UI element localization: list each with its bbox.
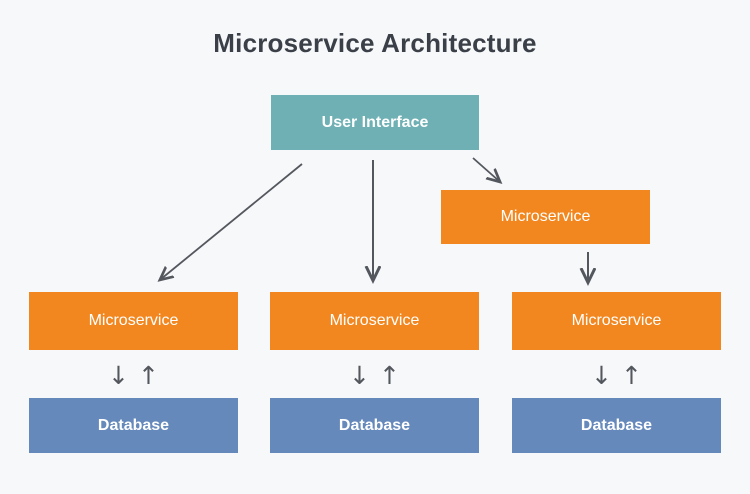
up-arrow-icon: ↑	[379, 360, 400, 390]
node-database-center[interactable]: Database	[270, 398, 479, 453]
arrow-ui-to-service-left	[161, 163, 303, 279]
up-arrow-icon: ↑	[621, 360, 642, 390]
page-title: Microservice Architecture	[213, 28, 537, 58]
bidirectional-arrow-right: ↓ ↑	[512, 358, 721, 392]
down-arrow-icon: ↓	[591, 360, 612, 390]
node-microservice-left[interactable]: Microservice	[29, 292, 238, 350]
node-database-left[interactable]: Database	[29, 398, 238, 453]
node-microservice-top-right[interactable]: Microservice	[441, 190, 650, 244]
node-label: Microservice	[329, 312, 420, 329]
bidirectional-arrow-left: ↓ ↑	[29, 358, 238, 392]
node-label: Microservice	[500, 208, 591, 225]
down-arrow-icon: ↓	[108, 360, 129, 390]
node-label: Microservice	[571, 312, 662, 329]
node-microservice-center[interactable]: Microservice	[270, 292, 479, 350]
node-label: Database	[97, 416, 170, 434]
node-label: Database	[338, 416, 411, 434]
up-arrow-icon: ↑	[138, 360, 159, 390]
node-microservice-right[interactable]: Microservice	[512, 292, 721, 350]
node-database-right[interactable]: Database	[512, 398, 721, 453]
down-arrow-icon: ↓	[349, 360, 370, 390]
node-label: Microservice	[88, 312, 179, 329]
node-user-interface[interactable]: User Interface	[271, 95, 479, 150]
arrow-ui-to-service-top-right	[472, 157, 499, 181]
node-label: User Interface	[321, 113, 429, 131]
node-label: Database	[580, 416, 653, 434]
bidirectional-arrow-center: ↓ ↑	[270, 358, 479, 392]
